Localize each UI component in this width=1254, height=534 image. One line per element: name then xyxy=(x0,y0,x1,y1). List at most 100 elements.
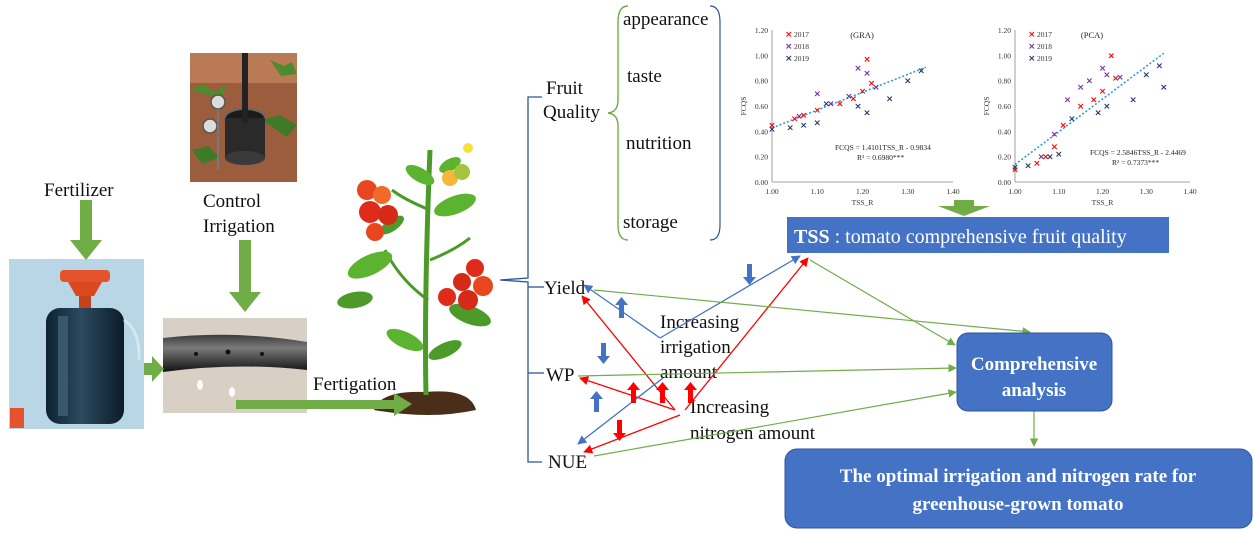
r-squared: R² = 0.7373*** xyxy=(1112,158,1159,167)
data-point: × xyxy=(1103,102,1111,112)
increasing-nitrogen-label-1: Increasing xyxy=(690,397,770,418)
nue-irrigation-up-arrow xyxy=(590,391,603,412)
irrigation-down-arrow xyxy=(229,240,261,312)
data-point: × xyxy=(1059,121,1067,131)
y-tick-label: 0.60 xyxy=(998,102,1011,111)
yield-irrigation-up-arrow xyxy=(615,297,628,318)
y-tick-label: 1.00 xyxy=(755,51,768,60)
tss-nitrogen-up-arrow xyxy=(684,382,697,403)
comprehensive-analysis-label-2: analysis xyxy=(1002,380,1066,401)
tank-to-pipe-arrow xyxy=(144,356,164,382)
y-tick-label: 0.00 xyxy=(755,178,768,187)
wp-to-analysis-line xyxy=(577,363,957,377)
data-point: × xyxy=(1077,83,1085,93)
y-tick-label: 0.80 xyxy=(755,77,768,86)
x-tick-label: 1.00 xyxy=(1008,187,1021,196)
legend-marker: × xyxy=(785,54,793,64)
increasing-irrigation-label-3: amount xyxy=(660,362,718,383)
data-point: × xyxy=(1011,163,1019,173)
trendline xyxy=(771,66,927,129)
x-tick-label: 1.30 xyxy=(901,187,914,196)
data-point: × xyxy=(1037,153,1045,163)
optimal-rate-box xyxy=(784,448,1253,529)
legend-marker: × xyxy=(1028,42,1036,52)
data-point: × xyxy=(1068,115,1076,125)
legend-marker: × xyxy=(785,30,793,40)
data-point: × xyxy=(1156,61,1164,71)
data-point: × xyxy=(813,106,821,116)
data-point: × xyxy=(845,92,853,102)
yield-to-analysis-line xyxy=(593,289,1031,336)
y-tick-label: 0.00 xyxy=(998,178,1011,187)
nitrogen-to-wp-line xyxy=(579,376,676,411)
legend-label: 2019 xyxy=(794,54,809,63)
drip-pipe-photo xyxy=(163,318,307,413)
taste-label: taste xyxy=(627,66,662,87)
legend-label: 2018 xyxy=(794,42,809,51)
control-irrigation-label-1: Control xyxy=(203,191,261,212)
legend-marker: × xyxy=(1028,30,1036,40)
x-tick-label: 1.00 xyxy=(765,187,778,196)
y-tick-label: 0.40 xyxy=(998,127,1011,136)
data-point: × xyxy=(1160,83,1168,93)
data-point: × xyxy=(827,99,835,109)
data-point: × xyxy=(1129,96,1137,106)
y-tick-label: 1.20 xyxy=(755,26,768,35)
yield-nitrogen-up-arrow xyxy=(656,382,669,403)
data-point: × xyxy=(1107,51,1115,61)
data-point: × xyxy=(1086,77,1094,87)
comprehensive-analysis-box xyxy=(956,332,1113,412)
yield-label: Yield xyxy=(544,278,586,299)
chart-title: (PCA) xyxy=(1081,30,1103,40)
data-point: × xyxy=(1103,70,1111,80)
data-point: × xyxy=(1142,70,1150,80)
data-point: × xyxy=(1055,150,1063,160)
tss-to-analysis-line xyxy=(809,259,956,346)
data-point: × xyxy=(786,124,794,134)
tss-box xyxy=(787,217,1169,253)
wp-label: WP xyxy=(546,365,575,386)
data-point: × xyxy=(1033,159,1041,169)
data-point: × xyxy=(904,77,912,87)
y-tick-label: 0.60 xyxy=(755,102,768,111)
data-point: × xyxy=(800,111,808,121)
data-point: × xyxy=(1064,96,1072,106)
comprehensive-analysis-label-1: Comprehensive xyxy=(971,354,1097,375)
increasing-irrigation-label-1: Increasing xyxy=(660,312,740,333)
legend-label: 2017 xyxy=(1037,30,1052,39)
increasing-irrigation-label-2: irrigation xyxy=(660,337,731,358)
tss-box-label: TSS : tomato comprehensive fruit quality xyxy=(794,226,1127,248)
data-point: × xyxy=(1011,165,1019,175)
data-point: × xyxy=(872,83,880,93)
fertigation-label: Fertigation xyxy=(313,374,397,395)
regression-equation: FCQS = 1.4101TSS_R - 0.9834 xyxy=(835,143,931,152)
y-axis-label: FCQS xyxy=(739,97,748,116)
legend-label: 2018 xyxy=(1037,42,1052,51)
appearance-label: appearance xyxy=(623,9,708,30)
optimal-rate-label-2: greenhouse-grown tomato xyxy=(913,494,1124,515)
data-point: × xyxy=(1094,108,1102,118)
data-point: × xyxy=(863,108,871,118)
y-tick-label: 0.80 xyxy=(998,77,1011,86)
control-irrigation-label-2: Irrigation xyxy=(203,216,275,237)
optimal-rate-label-1: The optimal irrigation and nitrogen rate… xyxy=(840,466,1197,487)
wp-nitrogen-up-arrow xyxy=(627,382,640,403)
data-point: × xyxy=(1024,162,1032,172)
nue-to-analysis-line xyxy=(593,389,957,457)
x-tick-label: 1.20 xyxy=(856,187,869,196)
r-squared: R² = 0.6980*** xyxy=(857,153,904,162)
data-point: × xyxy=(863,55,871,65)
data-point: × xyxy=(836,99,844,109)
data-point: × xyxy=(1077,102,1085,112)
y-tick-label: 1.00 xyxy=(998,51,1011,60)
data-point: × xyxy=(850,94,858,104)
x-tick-label: 1.10 xyxy=(1052,187,1065,196)
fertilizer-tank-photo xyxy=(9,259,144,429)
regression-equation: FCQS = 2.5846TSS_R - 2.4469 xyxy=(1090,148,1186,157)
x-tick-label: 1.20 xyxy=(1096,187,1109,196)
increasing-nitrogen-label-2: nitrogen amount xyxy=(690,423,816,444)
data-point: × xyxy=(768,121,776,131)
nitrogen-to-yield-line xyxy=(581,295,676,411)
outcomes-bracket xyxy=(499,96,542,463)
legend-label: 2017 xyxy=(794,30,809,39)
